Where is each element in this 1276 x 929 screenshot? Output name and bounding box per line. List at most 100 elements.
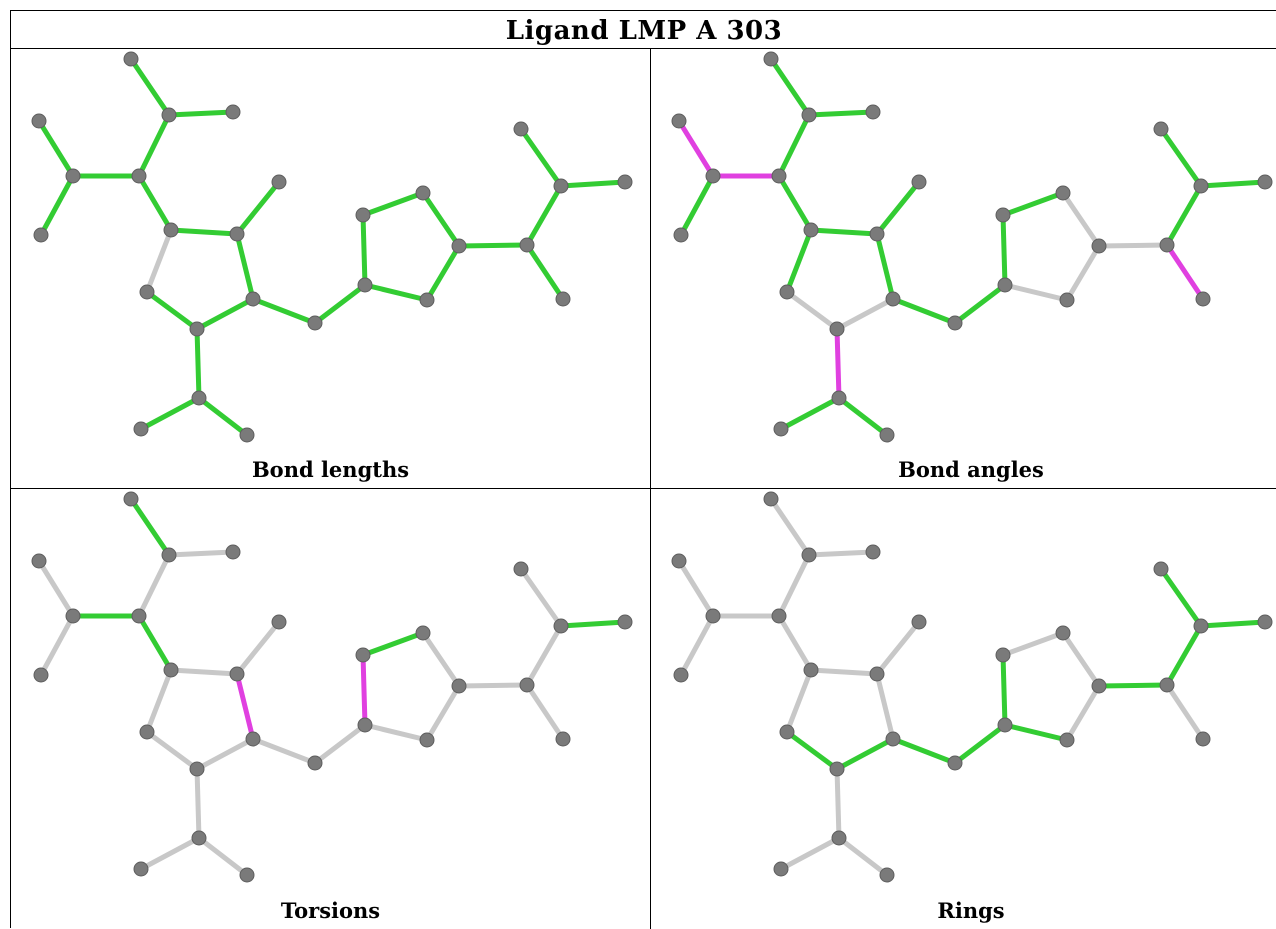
- bond-good: [362, 282, 430, 303]
- atom: [229, 226, 245, 242]
- atom: [31, 113, 47, 129]
- bond-good: [420, 190, 462, 249]
- panel-caption: Rings: [937, 898, 1005, 923]
- bond-good: [194, 296, 256, 332]
- atom: [139, 284, 155, 300]
- atom: [355, 207, 371, 223]
- atom: [131, 608, 147, 624]
- bond-neutral: [524, 623, 564, 688]
- bond-neutral: [166, 549, 236, 558]
- bond-good: [1164, 183, 1204, 248]
- bond-good: [1158, 126, 1204, 189]
- atom: [357, 277, 373, 293]
- bond-good: [678, 173, 716, 238]
- atom: [947, 315, 963, 331]
- atom: [451, 238, 467, 254]
- bond-neutral: [524, 682, 566, 742]
- atom: [671, 113, 687, 129]
- bond-good: [168, 227, 240, 237]
- atom: [271, 174, 287, 190]
- bond-good: [834, 736, 896, 772]
- bond-good: [768, 56, 812, 118]
- bond-neutral: [1000, 630, 1066, 658]
- atom: [239, 867, 255, 883]
- panel-rings: Rings: [651, 489, 1276, 929]
- bond-good: [360, 212, 368, 288]
- bond-neutral: [138, 835, 202, 872]
- bond-neutral: [806, 549, 876, 558]
- atom: [1159, 677, 1175, 693]
- atom: [869, 666, 885, 682]
- atom: [31, 553, 47, 569]
- atom: [673, 667, 689, 683]
- bond-neutral: [1064, 683, 1102, 743]
- atom: [617, 614, 633, 630]
- bond-good: [524, 242, 566, 302]
- atom: [519, 677, 535, 693]
- atom: [355, 647, 371, 663]
- atom: [885, 291, 901, 307]
- atom: [1091, 238, 1107, 254]
- atom: [189, 761, 205, 777]
- bond-good: [1096, 682, 1170, 689]
- atom: [801, 547, 817, 563]
- atom: [419, 732, 435, 748]
- atom: [191, 830, 207, 846]
- bond-neutral: [808, 667, 880, 677]
- atom: [1091, 678, 1107, 694]
- bond-good: [136, 173, 174, 233]
- bond-good: [128, 496, 172, 558]
- bond-good: [166, 109, 236, 118]
- atom: [133, 861, 149, 877]
- atom: [245, 731, 261, 747]
- atom: [123, 51, 139, 67]
- atom: [995, 647, 1011, 663]
- bond-good: [558, 619, 628, 629]
- molecule-diagram-bond-angles: [671, 51, 1273, 443]
- atom: [191, 390, 207, 406]
- atom: [163, 222, 179, 238]
- bond-neutral: [144, 729, 200, 772]
- atom: [555, 291, 571, 307]
- bond-neutral: [168, 667, 240, 677]
- atom: [771, 168, 787, 184]
- atom: [131, 168, 147, 184]
- bond-good: [36, 118, 76, 179]
- panel-caption: Torsions: [280, 898, 381, 923]
- bond-good: [558, 179, 628, 189]
- bond-good: [250, 296, 318, 326]
- atom: [705, 608, 721, 624]
- bond-good: [1198, 179, 1268, 189]
- atom: [1059, 292, 1075, 308]
- atom: [1059, 732, 1075, 748]
- atom: [995, 207, 1011, 223]
- bond-neutral: [1060, 630, 1102, 689]
- figure-title: Ligand LMP A 303: [505, 16, 783, 46]
- bond-neutral: [194, 766, 202, 841]
- atom: [829, 761, 845, 777]
- atom: [357, 717, 373, 733]
- molecule-diagram-torsions: [31, 491, 633, 883]
- atom: [33, 667, 49, 683]
- bond-neutral: [1164, 682, 1206, 742]
- atom: [307, 315, 323, 331]
- atom: [139, 724, 155, 740]
- atom: [163, 662, 179, 678]
- atom: [123, 491, 139, 507]
- bond-good: [952, 722, 1008, 766]
- atom: [553, 178, 569, 194]
- bond-neutral: [420, 630, 462, 689]
- atom: [1193, 618, 1209, 634]
- bond-neutral: [768, 496, 812, 558]
- atom: [1159, 237, 1175, 253]
- atom: [1257, 614, 1273, 630]
- bond-good: [1000, 212, 1008, 288]
- bond-neutral: [36, 558, 76, 619]
- bond-neutral: [784, 289, 840, 332]
- bond-neutral: [1064, 243, 1102, 303]
- bond-neutral: [144, 227, 174, 295]
- bond-good: [952, 282, 1008, 326]
- atom: [763, 51, 779, 67]
- bond-good: [360, 190, 426, 218]
- bond-good: [1000, 190, 1066, 218]
